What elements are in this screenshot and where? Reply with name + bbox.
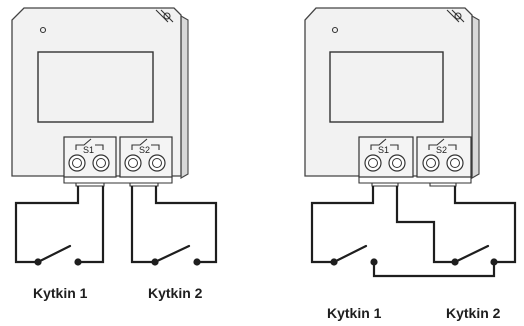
right-terminal-label-s2: S2 xyxy=(436,145,447,155)
right-corner-mark xyxy=(446,9,465,23)
right-switch-1-label: Kytkin 1 xyxy=(327,305,382,321)
left-terminal-block-s2: S2 xyxy=(119,136,173,178)
right-switch-2-label: Kytkin 2 xyxy=(446,305,501,321)
right-wiring xyxy=(310,186,517,278)
left-corner-mark xyxy=(155,9,174,23)
left-wiring xyxy=(14,186,218,264)
left-relay-module: S1 S2 xyxy=(11,7,189,187)
right-terminal-label-s1: S1 xyxy=(378,145,389,155)
right-relay-module: S1 S2 xyxy=(304,7,480,187)
left-terminal-block-s1: S1 xyxy=(63,136,117,178)
left-switch-1 xyxy=(34,244,82,266)
left-wiring-diagram: S1 S2 xyxy=(11,7,218,301)
right-terminal-block-s1: S1 xyxy=(358,136,414,178)
left-terminal-label-s2: S2 xyxy=(139,145,150,155)
right-switch-2 xyxy=(451,244,498,266)
right-terminal-block-s2: S2 xyxy=(416,136,472,178)
right-switch-1 xyxy=(330,244,378,266)
left-terminal-label-s1: S1 xyxy=(83,145,94,155)
left-switch-2-label: Kytkin 2 xyxy=(148,285,203,301)
left-front-panel xyxy=(37,51,154,123)
right-front-panel xyxy=(329,51,444,123)
right-wiring-diagram: S1 S2 xyxy=(304,7,517,321)
left-switch-2 xyxy=(151,244,201,266)
left-switch-1-label: Kytkin 1 xyxy=(33,285,88,301)
